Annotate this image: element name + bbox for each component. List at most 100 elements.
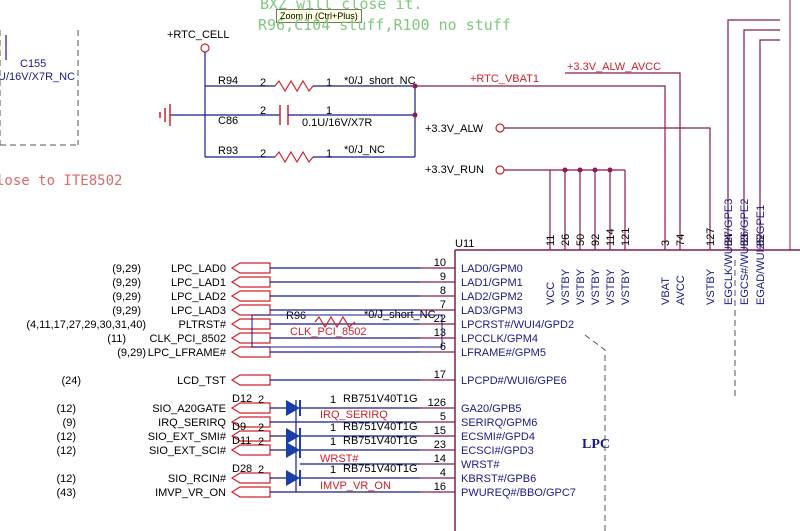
top-pin-number: 74 [675, 234, 687, 246]
offpage-port [230, 276, 271, 288]
diode-pin: 2 [258, 436, 264, 448]
left-pin-number: 10 [434, 257, 446, 269]
top-pin-name: VCC [545, 282, 557, 305]
left-pin-number: 5 [440, 411, 446, 423]
diode-ref: D28 [232, 463, 252, 475]
left-pin-number: 8 [440, 285, 446, 297]
run-terminal [495, 165, 505, 175]
left-pin-name: LAD3/GPM3 [461, 305, 523, 317]
sheet-ref: (9,29) [112, 263, 141, 275]
port-label: SIO_A20GATE [152, 403, 226, 415]
sheet-ref: (4,11,17,27,29,30,31,40) [26, 319, 146, 331]
top-pin-number: 3 [660, 240, 672, 246]
top-pin-name: EGCS#/WUI26/GPE2 [739, 199, 751, 305]
left-pin-number: 4 [440, 467, 446, 479]
port-label: PLTRST# [179, 319, 227, 331]
top-pin-name: VSTBY [705, 268, 717, 305]
left-pin-number: 15 [434, 425, 446, 437]
u11-ref: U11 [455, 238, 474, 250]
sheet-ref: (12) [56, 473, 76, 485]
egclk-net [727, 19, 780, 235]
left-pin-number: 23 [434, 439, 446, 451]
port-label: IMVP_VR_ON [155, 487, 226, 499]
left-pin-number: 9 [440, 271, 446, 283]
top-pin-number: 92 [590, 234, 602, 246]
diode-icon [286, 428, 300, 444]
left-pin-name: LPCRST#/WUI4/GPD2 [461, 319, 574, 331]
junction-dot [562, 167, 568, 173]
r94-resistor [274, 79, 314, 93]
c86-pin2: 2 [260, 105, 266, 117]
diode-icon [286, 470, 300, 486]
top-pin-name: EGAD/WUI25/GPE1 [755, 205, 767, 305]
sheet-ref: (12) [56, 403, 76, 415]
run-label: +3.3V_RUN [425, 164, 484, 176]
sheet-ref: (9,29) [117, 347, 146, 359]
port-label: LPC_LAD3 [171, 305, 226, 317]
egad-net [759, 39, 780, 235]
left-pin-name: LFRAME#/GPM5 [461, 347, 546, 359]
top-pin-number: 121 [620, 228, 632, 246]
sheet-ref: (9) [63, 417, 76, 429]
port-label: CLK_PCI_8502 [150, 333, 226, 345]
left-pin-name: WRST# [461, 459, 500, 471]
port-label: LPC_LAD2 [171, 291, 226, 303]
c155-box [0, 30, 79, 146]
port-label: IRQ_SERIRQ [158, 417, 226, 429]
r94-ref: R94 [218, 75, 238, 87]
c86-pin1: 1 [326, 105, 332, 117]
left-pin-number: 14 [434, 453, 446, 465]
lpc-label: LPC [582, 437, 610, 452]
diode-ref: D9 [232, 421, 246, 433]
junction-dot [412, 112, 418, 118]
offpage-port [230, 290, 271, 302]
rtc-cell-terminal [200, 43, 210, 53]
left-pin-name: KBRST#/GPB6 [461, 473, 536, 485]
left-pin-name: ECSCI#/GPD3 [461, 445, 534, 457]
sheet-ref: (9,29) [112, 291, 141, 303]
diode-pin: 2 [258, 422, 264, 434]
offpage-port [230, 332, 271, 344]
c155-ref: C155 [20, 58, 46, 70]
top-pin-number: 82 [755, 234, 767, 246]
left-pin-name: LAD2/GPM2 [461, 291, 523, 303]
clk-net-label: CLK_PCI_8502 [290, 326, 366, 338]
offpage-port [230, 318, 271, 330]
top-pin-number: 114 [605, 228, 617, 246]
irq-net-label: IRQ_SERIRQ [320, 409, 388, 421]
port-label: LCD_TST [177, 375, 226, 387]
left-pin-name: PWUREQ#/BBO/GPC7 [461, 487, 576, 499]
left-pin-number: 22 [434, 313, 446, 325]
r94-pin2: 2 [260, 77, 266, 89]
diode-pin1: 1 [330, 394, 336, 406]
junction-dot [577, 167, 583, 173]
left-pin-number: 13 [434, 327, 446, 339]
u11-inner-dash-2 [584, 334, 606, 531]
r93-resistor [274, 150, 314, 164]
left-pin-name: LAD0/GPM0 [461, 263, 523, 275]
left-pin-name: LPCPD#/WUI6/GPE6 [461, 375, 567, 387]
top-pin-number: 127 [705, 228, 717, 246]
top-pin-name: VSTBY [575, 268, 587, 305]
left-pin-name: LAD1/GPM1 [461, 277, 523, 289]
rtc-cell-label: +RTC_CELL [167, 29, 229, 41]
alw-terminal [495, 123, 505, 133]
top-pin-name: AVCC [675, 275, 687, 305]
left-pin-number: 6 [440, 341, 446, 353]
top-pin-name: VBAT [660, 277, 672, 305]
sheet-ref: (12) [56, 431, 76, 443]
diode-pin1: 1 [330, 422, 336, 434]
top-pin-name: VSTBY [605, 268, 617, 305]
imvp-net-label: IMVP_VR_ON [320, 480, 391, 492]
diode-part: RB751V40T1G [343, 393, 418, 405]
diode-pin1: 1 [330, 436, 336, 448]
diode-part: RB751V40T1G [343, 463, 418, 475]
left-pin-number: 17 [434, 369, 446, 381]
wrst-net-label: WRST# [320, 453, 359, 465]
junction-dot [592, 167, 598, 173]
offpage-port [230, 304, 271, 316]
left-pin-name: LPCCLK/GPM4 [461, 333, 538, 345]
diode-pin: 2 [258, 394, 264, 406]
